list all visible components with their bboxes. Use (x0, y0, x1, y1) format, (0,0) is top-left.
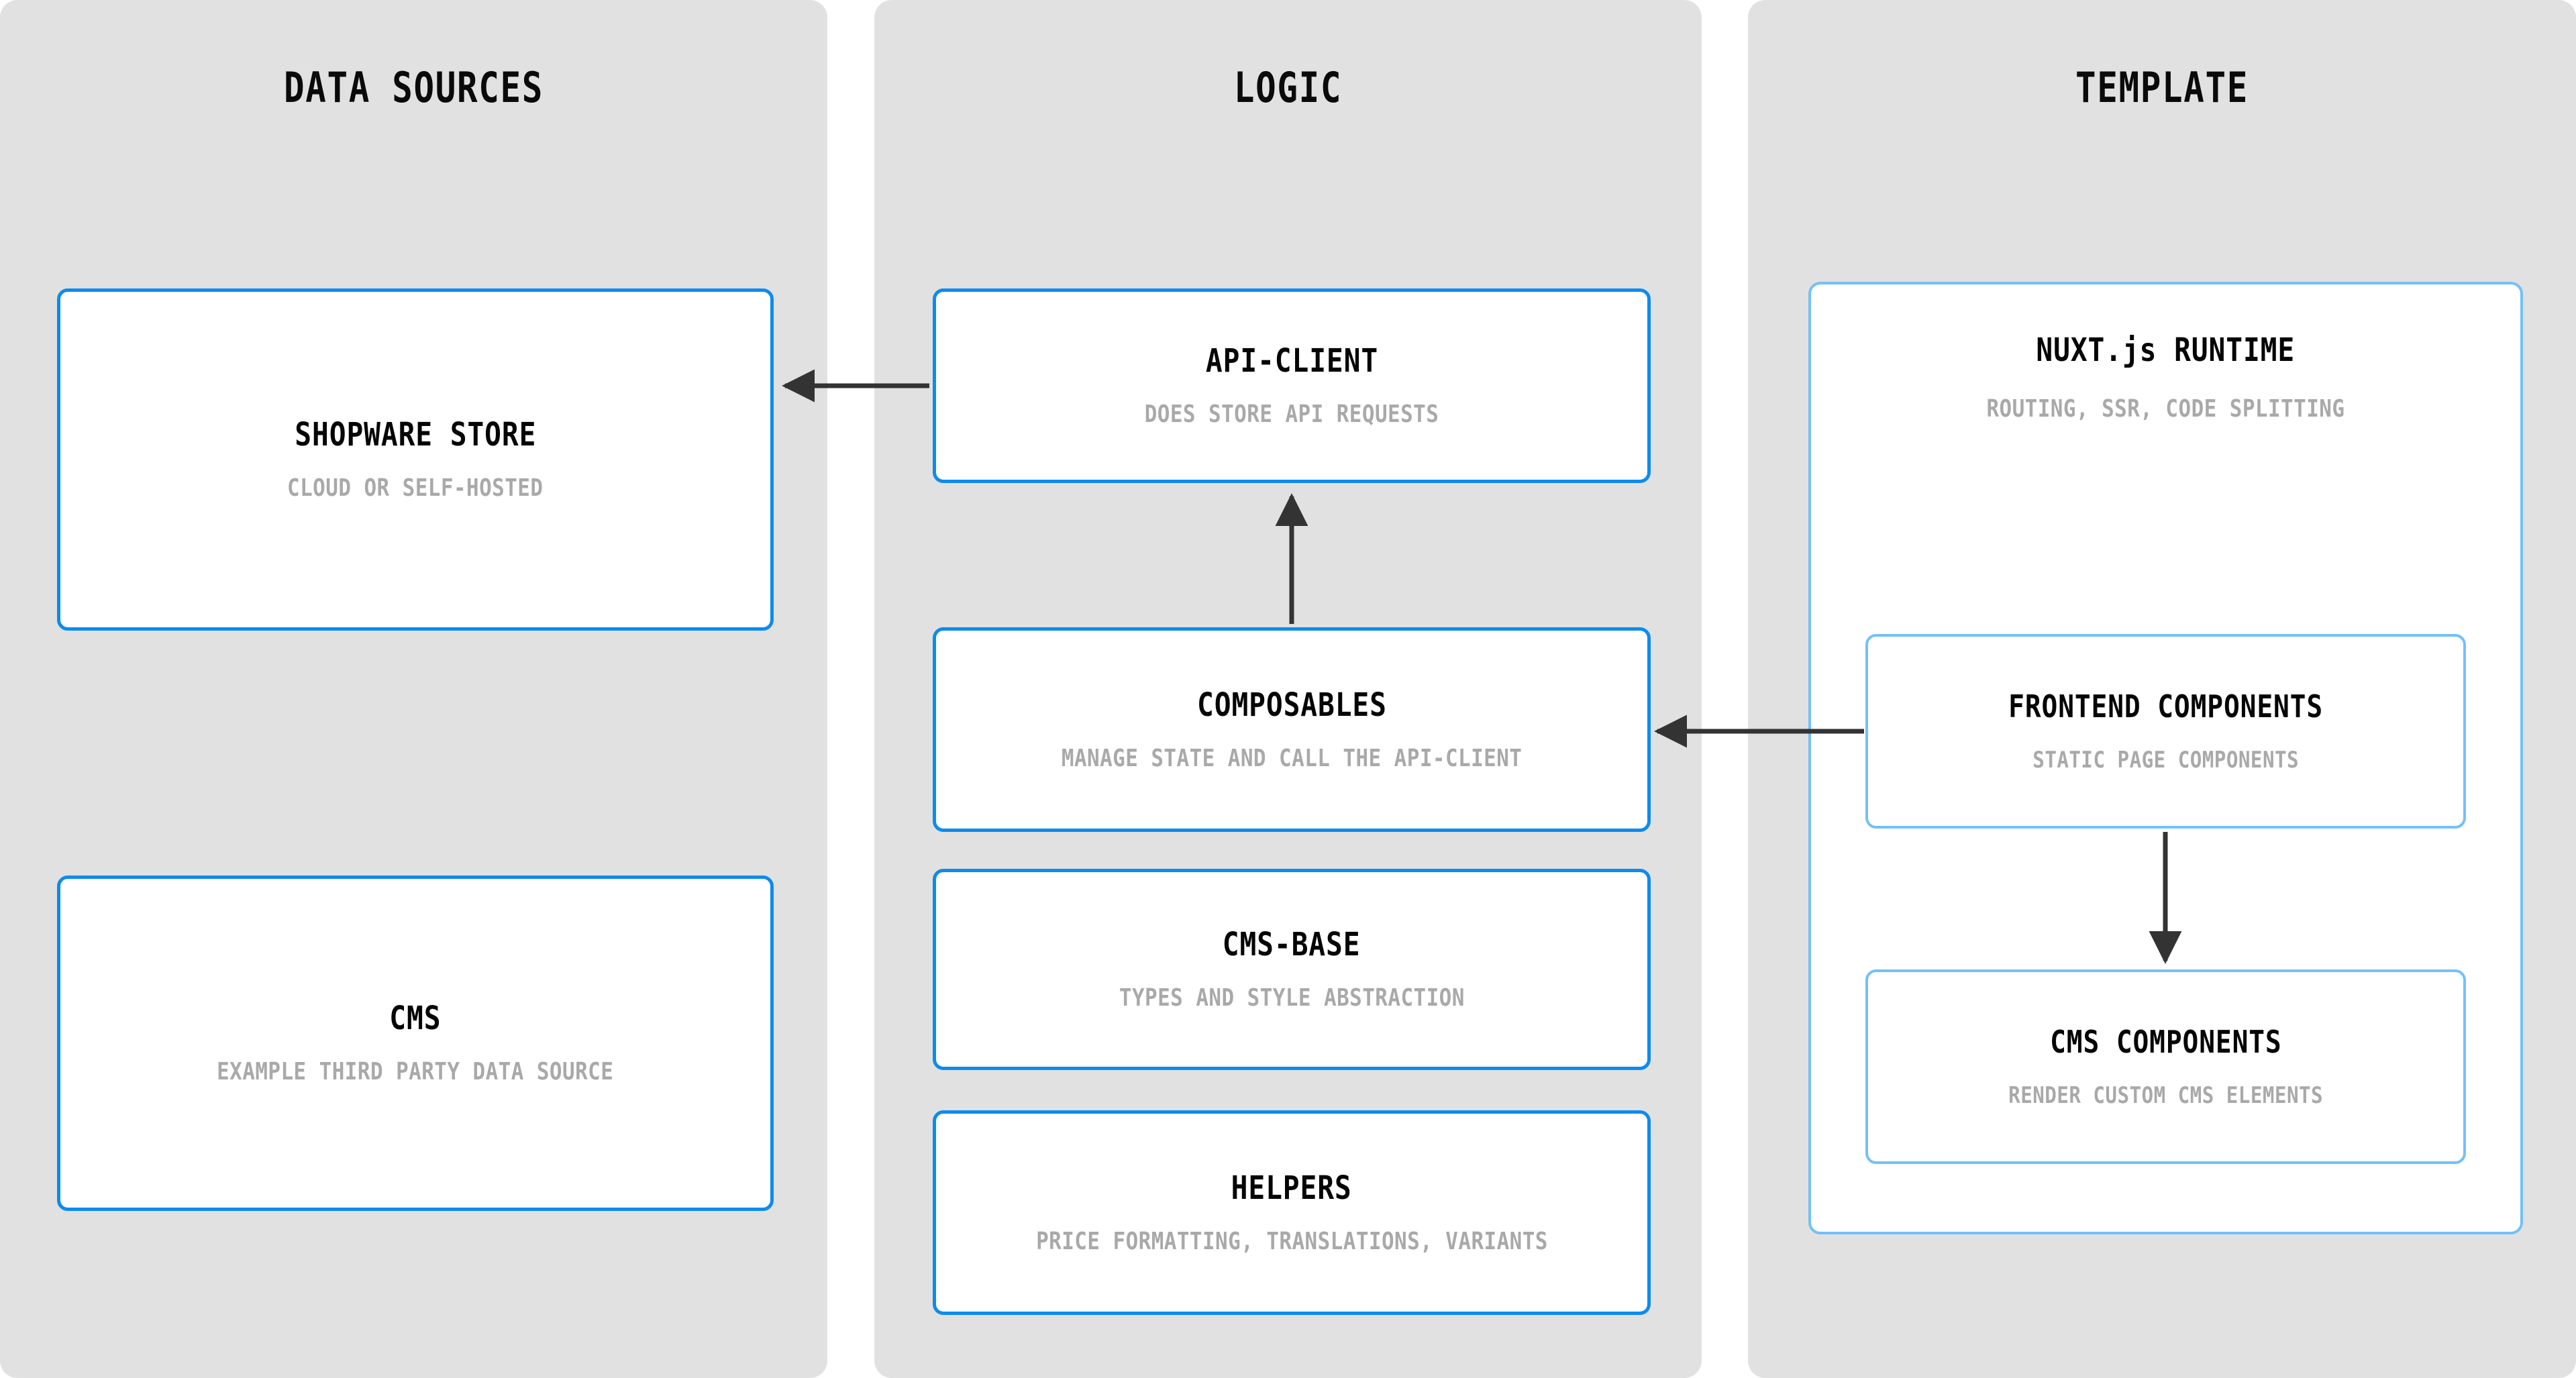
node-helpers[interactable]: HELPERS PRICE FORMATTING, TRANSLATIONS, … (933, 1110, 1651, 1315)
node-title: FRONTEND COMPONENTS (2008, 688, 2323, 725)
node-subtitle: MANAGE STATE AND CALL THE API-CLIENT (1061, 744, 1523, 772)
node-subtitle: PRICE FORMATTING, TRANSLATIONS, VARIANTS (1035, 1227, 1548, 1255)
node-composables[interactable]: COMPOSABLES MANAGE STATE AND CALL THE AP… (933, 627, 1651, 832)
lane-title-logic: LOGIC (1233, 63, 1343, 112)
node-frontend-components[interactable]: FRONTEND COMPONENTS STATIC PAGE COMPONEN… (1865, 634, 2466, 829)
node-title: CMS-BASE (1223, 926, 1361, 963)
node-subtitle: ROUTING, SSR, CODE SPLITTING (1986, 395, 2345, 423)
node-title: NUXT.js RUNTIME (2036, 331, 2296, 369)
node-shopware-store[interactable]: SHOPWARE STORE CLOUD OR SELF-HOSTED (57, 288, 774, 631)
node-title: SHOPWARE STORE (295, 416, 536, 454)
node-subtitle: RENDER CUSTOM CMS ELEMENTS (2008, 1082, 2323, 1109)
node-title: COMPOSABLES (1196, 686, 1387, 724)
node-title: CMS (389, 1000, 442, 1037)
node-subtitle: EXAMPLE THIRD PARTY DATA SOURCE (217, 1058, 614, 1085)
node-cms-components[interactable]: CMS COMPONENTS RENDER CUSTOM CMS ELEMENT… (1865, 969, 2466, 1164)
lane-title-template: TEMPLATE (2075, 63, 2249, 112)
node-cms[interactable]: CMS EXAMPLE THIRD PARTY DATA SOURCE (57, 876, 774, 1211)
node-title: API-CLIENT (1205, 342, 1378, 380)
node-cms-base[interactable]: CMS-BASE TYPES AND STYLE ABSTRACTION (933, 869, 1651, 1070)
lane-title-data-sources: DATA SOURCES (284, 63, 544, 112)
node-subtitle: STATIC PAGE COMPONENTS (2032, 747, 2299, 774)
node-title: CMS COMPONENTS (2049, 1024, 2282, 1060)
node-subtitle: DOES STORE API REQUESTS (1144, 401, 1439, 428)
node-subtitle: TYPES AND STYLE ABSTRACTION (1119, 984, 1465, 1012)
node-title: HELPERS (1231, 1169, 1352, 1207)
node-api-client[interactable]: API-CLIENT DOES STORE API REQUESTS (933, 288, 1651, 483)
node-subtitle: CLOUD OR SELF-HOSTED (287, 474, 544, 502)
